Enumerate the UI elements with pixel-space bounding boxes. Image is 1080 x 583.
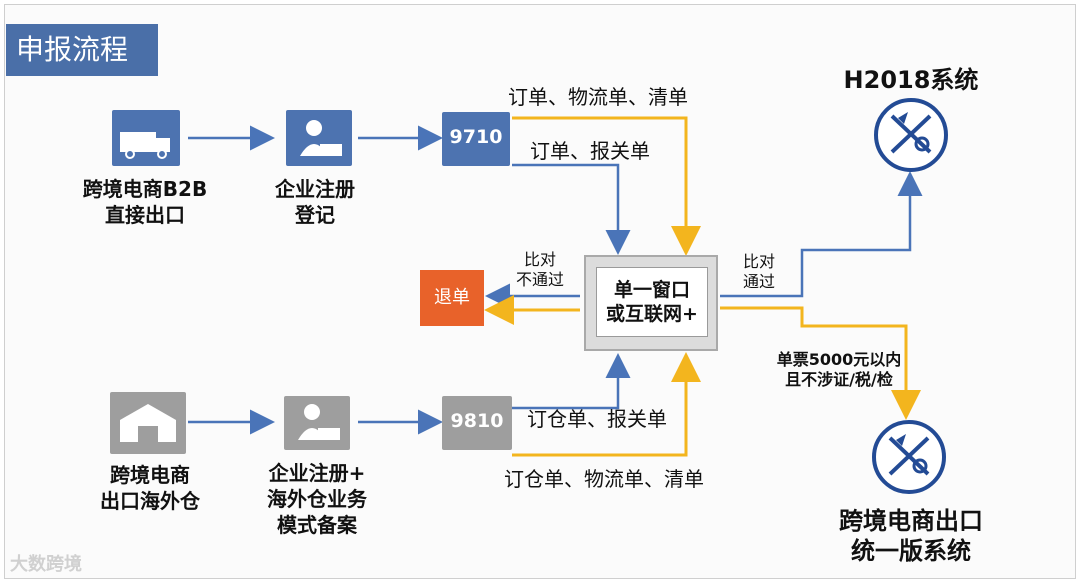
compare-pass-label: 比对 通过 [742,252,775,291]
reject-box: 退单 [420,270,484,326]
path-9710-yellow [512,116,701,256]
edge-order-logistics-list: 订单、物流单、清单 [508,85,688,109]
compare-fail-label: 比对 不通过 [515,250,564,289]
code-9810-box: 9810 [442,396,512,450]
warehouse-icon [110,392,186,454]
single-window-monitor: 单一窗口 或互联网+ [584,255,718,351]
warehouse-label: 跨境电商 出口海外仓 [100,463,200,513]
person-laptop-icon [286,110,352,166]
path-9810-yellow [512,352,701,457]
edge-warehouse-declaration: 订仓单、报关单 [527,407,667,431]
edge-order-declaration: 订单、报关单 [530,139,650,163]
small-ticket-label: 单票5000元以内 且不涉证/税/检 [776,350,902,389]
edge-warehouse-logistics-list: 订仓单、物流单、清单 [504,467,704,491]
watermark: 大数跨境 [10,554,82,575]
code-9710: 9710 [449,126,503,148]
page-title: 申报流程 [6,24,158,76]
reg2-label: 企业注册+ 海外仓业务 模式备案 [267,461,367,537]
path-9710-blue [512,163,631,255]
b2b-label: 跨境电商B2B 直接出口 [82,177,208,227]
customs-seal-icon-2 [872,420,946,494]
single-window-label: 单一窗口 或互联网+ [606,279,698,325]
path-to-unified [720,306,921,420]
unified-title: 跨境电商出口 统一版系统 [839,507,983,565]
truck-icon [112,110,180,166]
reg1-label: 企业注册 登记 [275,177,355,227]
single-window-screen: 单一窗口 或互联网+ [596,267,708,337]
code-9710-box: 9710 [442,112,510,166]
path-to-h2018 [720,171,923,298]
path-9810-blue [512,353,631,410]
h2018-title: H2018系统 [843,66,979,94]
customs-seal-icon [874,98,948,172]
person-laptop-icon-2 [284,396,350,450]
code-9810: 9810 [450,410,504,432]
